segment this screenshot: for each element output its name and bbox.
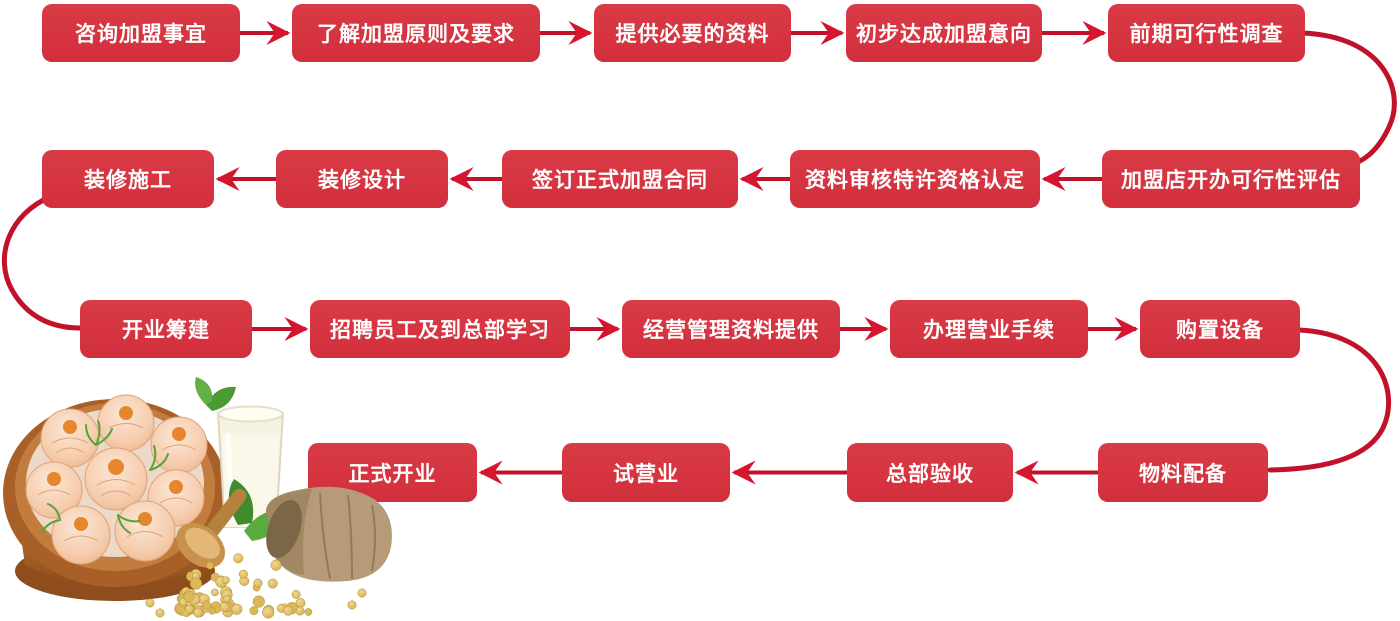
flow-step-box: 开业筹建 (80, 300, 252, 358)
flow-step-box: 招聘员工及到总部学习 (310, 300, 570, 358)
flow-step-box: 咨询加盟事宜 (42, 4, 240, 62)
flow-step-box: 签订正式加盟合同 (502, 150, 738, 208)
steamed-buns-icon (25, 394, 208, 565)
flow-step-box: 办理营业手续 (890, 300, 1088, 358)
flow-step-box: 初步达成加盟意向 (846, 4, 1042, 62)
wooden-scoop-icon (176, 488, 247, 568)
flow-step-box: 加盟店开办可行性评估 (1102, 150, 1360, 208)
steamed-bun-basket-photo (3, 377, 392, 619)
flow-loop-curve (1, 193, 83, 331)
flow-step-box: 物料配备 (1098, 443, 1268, 502)
flow-step-box: 前期可行性调查 (1108, 4, 1305, 62)
dill-garnish-icon (41, 420, 169, 534)
soybean-sack-icon (265, 486, 392, 582)
flow-step-box: 总部验收 (847, 443, 1013, 502)
flow-step-box: 了解加盟原则及要求 (292, 4, 540, 62)
flow-step-box: 经营管理资料提供 (622, 300, 840, 358)
soybeans-icon (145, 553, 367, 619)
flow-loop-curve (1299, 30, 1397, 170)
flow-step-box: 购置设备 (1140, 300, 1300, 358)
flow-step-box: 提供必要的资料 (594, 4, 791, 62)
flow-loop-curve (1267, 327, 1392, 473)
flow-step-box: 试营业 (562, 443, 730, 502)
flow-step-box: 装修施工 (42, 150, 214, 208)
flow-step-box: 资料审核特许资格认定 (790, 150, 1040, 208)
flow-step-box: 装修设计 (276, 150, 448, 208)
